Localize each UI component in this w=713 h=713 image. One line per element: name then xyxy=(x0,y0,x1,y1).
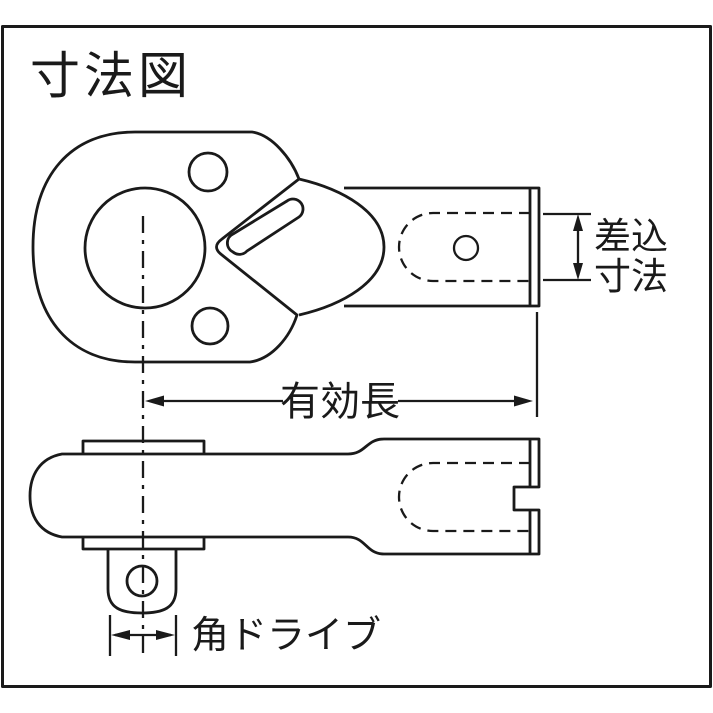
top-view-tang-hidden-outline xyxy=(397,211,530,283)
top-view-neck-bulge xyxy=(298,177,386,317)
side-view-tang-hidden-outline xyxy=(397,461,530,533)
insertion-depth-dimension: 差込 寸法 xyxy=(543,212,668,297)
insertion-dim-label-line1: 差込 xyxy=(594,216,668,257)
top-view xyxy=(31,130,541,364)
effective-length-label: 有効長 xyxy=(280,380,400,424)
effective-length-dimension: 有効長 xyxy=(145,312,539,424)
side-view xyxy=(28,437,541,615)
effective-length-arrowhead-left xyxy=(145,395,164,407)
side-view-bottom-plate xyxy=(81,537,206,551)
square-drive-dimension: 角ドライブ xyxy=(108,615,381,657)
effective-length-arrowhead-right xyxy=(514,395,533,407)
top-view-tang-pin-hole xyxy=(452,234,480,262)
insertion-dim-arrowhead-up xyxy=(573,214,583,231)
square-drive-arrowhead-right xyxy=(156,630,175,640)
square-drive-arrowhead-left xyxy=(111,630,130,640)
top-view-shaft-outline xyxy=(344,186,541,308)
diagram-title: 寸法図 xyxy=(30,48,192,104)
insertion-dim-arrowhead-down xyxy=(573,263,583,280)
side-view-body-outline xyxy=(28,437,541,556)
side-view-drive-pin-hole xyxy=(125,564,159,598)
top-view-pin-hole-bottom xyxy=(190,306,230,346)
top-view-pawl-slot xyxy=(226,197,305,256)
side-view-square-drive xyxy=(106,549,178,615)
diagram-frame xyxy=(1,25,712,688)
square-drive-label: 角ドライブ xyxy=(191,615,381,657)
insertion-dim-label-line2: 寸法 xyxy=(594,256,668,297)
top-view-head-outline xyxy=(31,130,301,364)
top-view-socket-circle xyxy=(83,186,207,310)
top-view-pin-hole-top xyxy=(187,151,229,193)
side-view-top-plate xyxy=(81,439,206,454)
